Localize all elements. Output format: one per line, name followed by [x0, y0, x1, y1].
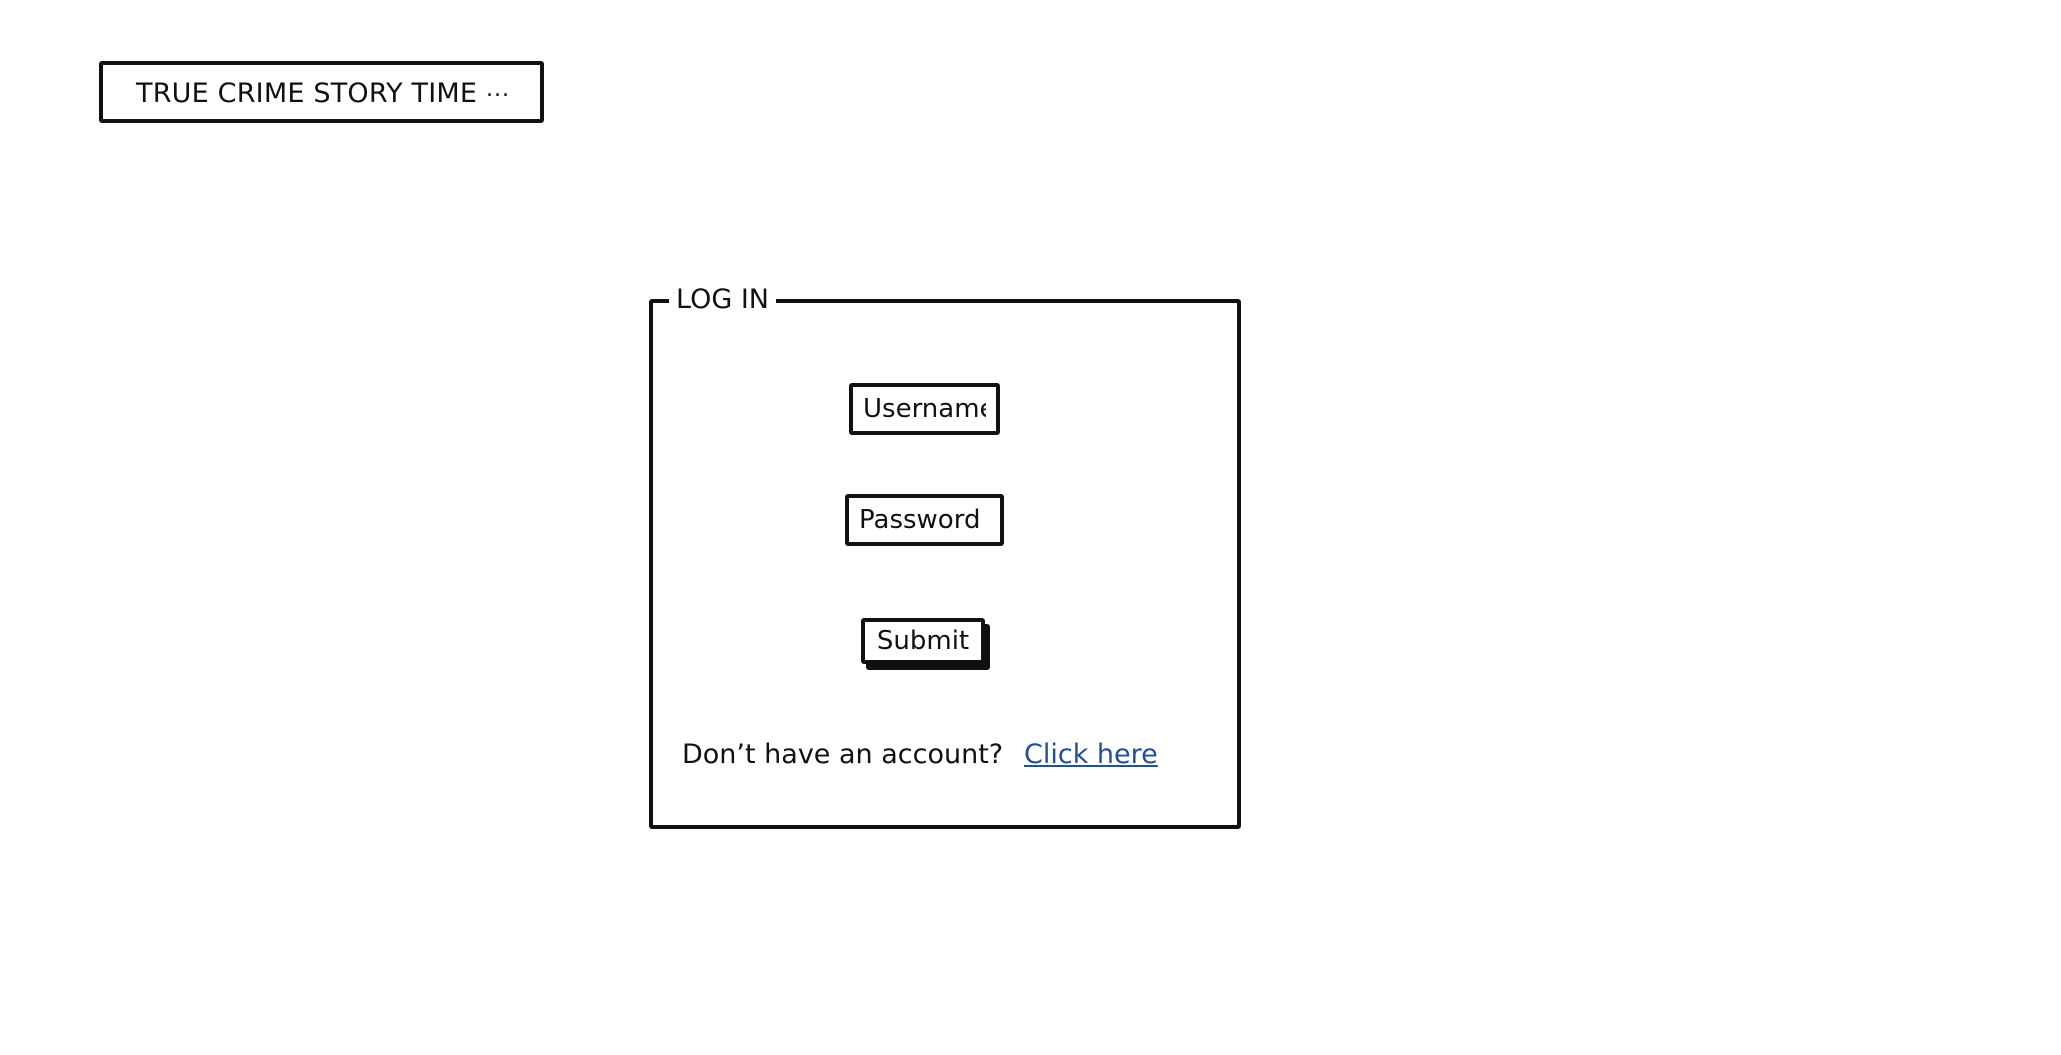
app-header: TRUE CRIME STORY TIME ... [99, 61, 544, 123]
username-input[interactable] [849, 383, 1000, 435]
app-title: TRUE CRIME STORY TIME [136, 78, 478, 109]
login-heading: LOG IN [669, 283, 776, 317]
signup-link[interactable]: Click here [1024, 739, 1158, 770]
password-input[interactable] [845, 494, 1004, 546]
account-prompt: Don’t have an account? [682, 739, 1004, 770]
more-menu-icon[interactable]: ... [486, 77, 510, 102]
submit-button[interactable]: Submit [861, 618, 985, 664]
login-form: LOG IN Submit Don’t have an account? Cli… [649, 283, 1241, 829]
